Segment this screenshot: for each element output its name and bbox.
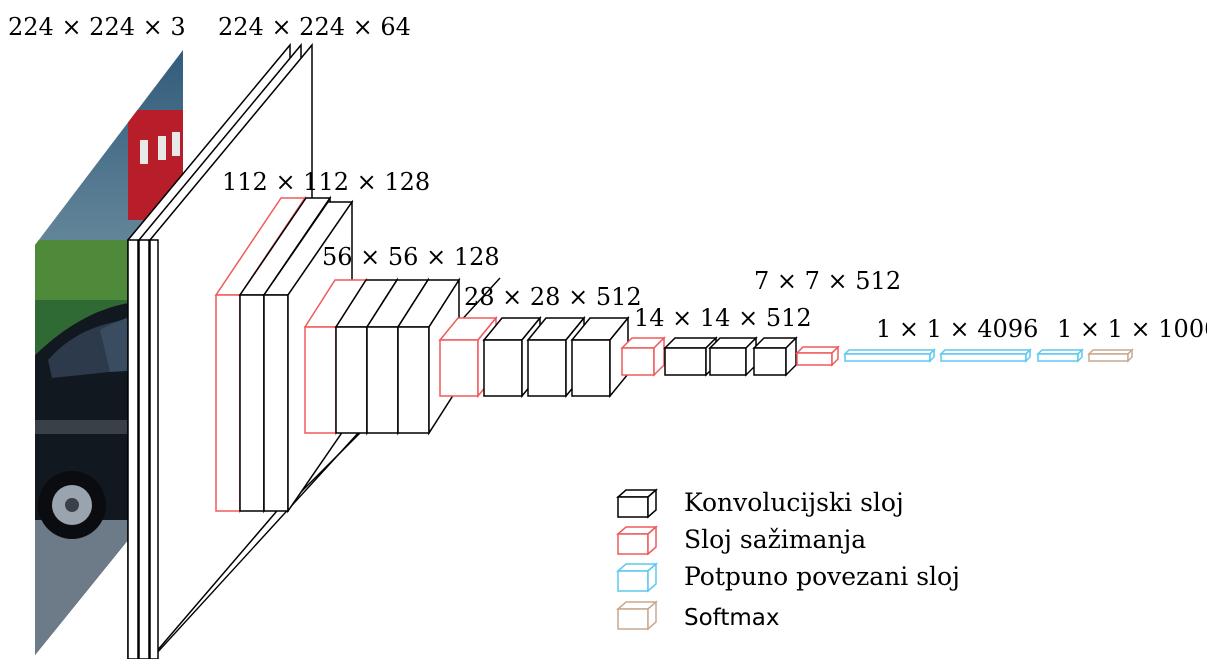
- pool5-layer: [795, 345, 840, 367]
- label-conv1-dims: 224 × 224 × 64: [218, 13, 411, 41]
- label-fc-dims: 1 × 1 × 4096: [876, 315, 1038, 343]
- label-conv3-dims: 56 × 56 × 128: [322, 243, 500, 271]
- legend-label-fc: Potpuno povezani sloj: [684, 562, 960, 591]
- fc-cube-icon: [616, 562, 658, 593]
- conv-layer: [663, 336, 718, 377]
- fc-layer: [843, 348, 936, 363]
- fc-layers: [843, 348, 1084, 363]
- legend-label-pool: Sloj sažimanja: [684, 525, 866, 554]
- label-conv5-dims: 14 × 14 × 512: [634, 304, 812, 332]
- label-pool5-dims: 7 × 7 × 512: [754, 267, 901, 295]
- conv-cube-icon: [616, 488, 658, 519]
- block-3: [303, 277, 461, 436]
- block-4: [438, 315, 630, 399]
- block-5: [620, 336, 798, 377]
- label-conv2-dims: 112 × 112 × 128: [222, 168, 430, 196]
- fc-layer: [939, 348, 1032, 363]
- legend-label-softmax: Softmax: [684, 605, 780, 631]
- conv-layer: [570, 315, 630, 399]
- legend-label-conv: Konvolucijski sloj: [684, 488, 904, 517]
- legend: Konvolucijski sloj Sloj sažimanja Potpun…: [616, 488, 960, 631]
- legend-item-conv: Konvolucijski sloj: [616, 488, 904, 519]
- legend-item-softmax: Softmax: [616, 600, 780, 631]
- softmax-cube-icon: [616, 600, 658, 631]
- pool-cube-icon: [616, 525, 658, 556]
- legend-item-pool: Sloj sažimanja: [616, 525, 866, 556]
- fc-layer: [1036, 348, 1084, 363]
- label-input-dims: 224 × 224 × 3: [8, 13, 186, 41]
- label-conv4-dims: 28 × 28 × 512: [464, 283, 642, 311]
- conv-layer: [752, 336, 798, 377]
- softmax-layer: [1087, 348, 1134, 363]
- conv-layer: [708, 336, 758, 377]
- label-softmax-dims: 1 × 1 × 1000: [1057, 315, 1207, 343]
- dimension-labels: 224 × 224 × 3 224 × 224 × 64 112 × 112 ×…: [8, 13, 1207, 343]
- legend-item-fc: Potpuno povezani sloj: [616, 562, 960, 593]
- pool-layer: [620, 336, 666, 377]
